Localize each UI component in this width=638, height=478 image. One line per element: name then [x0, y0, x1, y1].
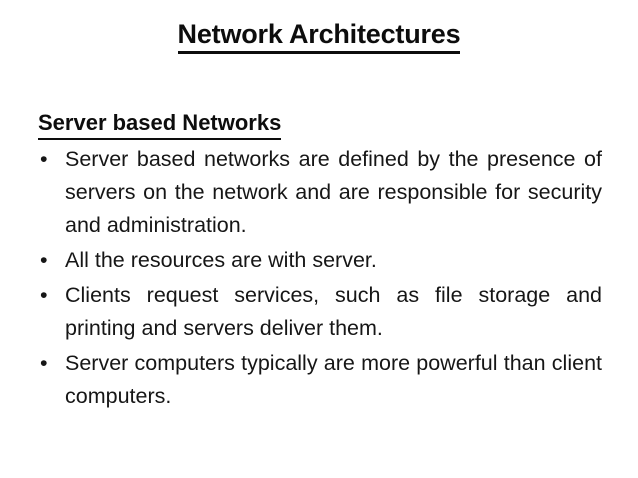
list-item-text: Clients request services, such as file s… [65, 283, 602, 340]
list-item: • Server based networks are defined by t… [36, 143, 602, 242]
section-subheading: Server based Networks [38, 108, 282, 140]
list-item-text: All the resources are with server. [65, 248, 377, 272]
title-block: Network Architectures [0, 18, 638, 54]
list-item-text: Server based networks are defined by the… [65, 147, 602, 237]
list-item: • Server computers typically are more po… [36, 347, 602, 413]
list-item: • All the resources are with server. [36, 244, 602, 277]
slide-body: Server based Networks • Server based net… [36, 108, 602, 413]
bullet-dot-icon: • [40, 283, 48, 307]
bullet-list: • Server based networks are defined by t… [36, 143, 602, 413]
list-item: • Clients request services, such as file… [36, 279, 602, 345]
bullet-dot-icon: • [40, 248, 48, 272]
bullet-dot-icon: • [40, 147, 48, 171]
page-title: Network Architectures [177, 18, 461, 54]
bullet-dot-icon: • [40, 351, 48, 375]
list-item-text: Server computers typically are more powe… [65, 351, 602, 408]
